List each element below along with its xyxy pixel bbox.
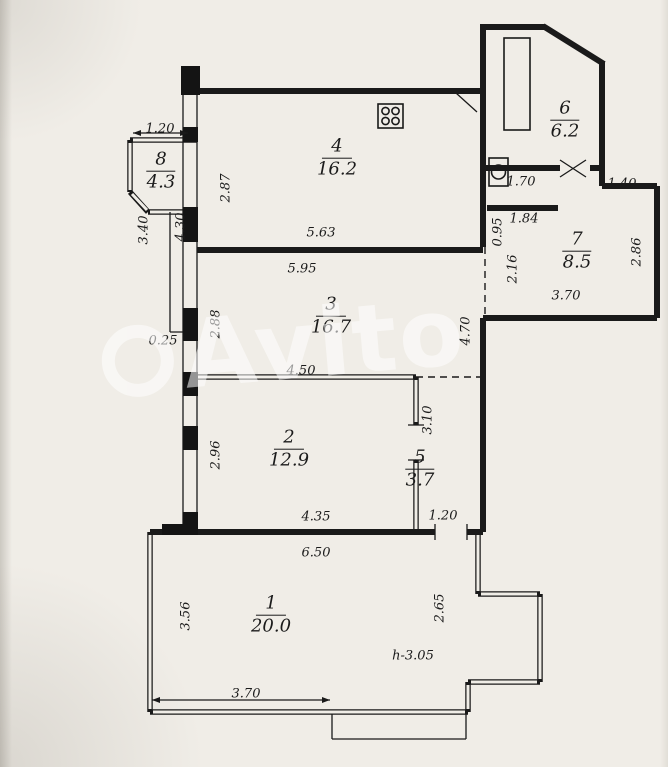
wall-pier [181,66,200,95]
dim-hall-left-height: 0.95 [490,217,506,247]
outer-walls [150,23,660,535]
walls-structural [127,23,660,715]
dim-room3-bottom-width: 4.50 [286,363,316,379]
dim-room1-left-height: 3.56 [178,601,194,631]
room-area: 20.0 [250,615,292,637]
wall-pier [162,524,198,535]
room-label-7: 7 8.5 [562,229,592,273]
dimension-lines [133,130,330,703]
room-label-6: 6 6.2 [550,98,580,142]
room-label-8: 8 4.3 [146,149,176,193]
room-area: 16.7 [310,316,352,338]
room-number: 2 [274,427,304,450]
dim-balcony-left-upper: 4.30 [173,212,189,242]
dim-room8-width: 1.20 [145,121,175,137]
room-number: 5 [405,447,435,470]
dim-room6-door: 1.70 [506,174,536,190]
dim-room7-top-width: 1.40 [607,176,637,192]
partition-walls-core [128,138,542,714]
water-heater-icon [488,157,509,187]
stove-icon [377,103,404,129]
wall-pier [183,372,198,396]
dim-room3-top-width: 5.95 [287,261,317,277]
dim-room5-height: 3.10 [420,405,436,435]
room-number: 4 [322,136,352,159]
window-wall-lines [169,70,198,532]
dim-balcony-left-outer: 3.40 [136,215,152,245]
room-number: 1 [256,593,286,616]
room-number: 8 [146,149,176,172]
dim-ceiling-height: h-3.05 [392,648,434,664]
dim-room2-bottom-width: 4.35 [301,509,331,525]
room-label-2: 2 12.9 [268,427,310,471]
dim-room2-left-height: 2.96 [208,440,224,470]
room-label-4: 4 16.2 [316,136,358,180]
dim-hall-width: 1.84 [509,211,539,227]
room-area: 8.5 [562,251,592,273]
room-label-5: 5 3.7 [405,447,435,491]
wall-pier [183,308,198,341]
dim-room7-right-height: 2.86 [629,237,645,267]
wall-pier [183,207,198,242]
room-number: 3 [316,294,346,317]
dim-room5-door-width: 1.20 [428,508,458,524]
wall-pier [183,426,198,450]
dim-room4-left-height: 2.87 [218,173,234,203]
room-number: 6 [550,98,580,121]
window-wall-left [162,66,200,535]
room-area: 6.2 [550,120,580,142]
dim-hall-height: 4.70 [458,316,474,346]
balcony-outline [331,714,467,740]
dim-room3-left-height: 2.88 [208,309,224,339]
room-label-3: 3 16.7 [310,294,352,338]
room-area: 3.7 [405,469,435,491]
dashed-boundaries [416,247,486,378]
room-area: 4.3 [146,171,176,193]
dim-wall-thickness: 0.25 [148,333,178,349]
room-label-1: 1 20.0 [250,593,292,637]
dim-room7-left-height: 2.16 [505,254,521,284]
dim-room1-bottom-width: 3.70 [231,686,261,702]
room-area: 12.9 [268,449,310,471]
dim-room4-bottom-width: 5.63 [306,225,336,241]
dim-line [133,132,330,701]
ventilation-shaft [503,37,531,131]
room-area: 16.2 [316,158,358,180]
dim-arrowheads [133,130,330,703]
dim-room1-top-width: 6.50 [301,545,331,561]
dim-room1-right-height: 2.65 [432,593,448,623]
fixtures [377,37,531,187]
door-marks [408,92,587,540]
room-number: 7 [562,229,592,252]
dim-room7-bottom-width: 3.70 [551,288,581,304]
wall-pier [183,127,198,142]
